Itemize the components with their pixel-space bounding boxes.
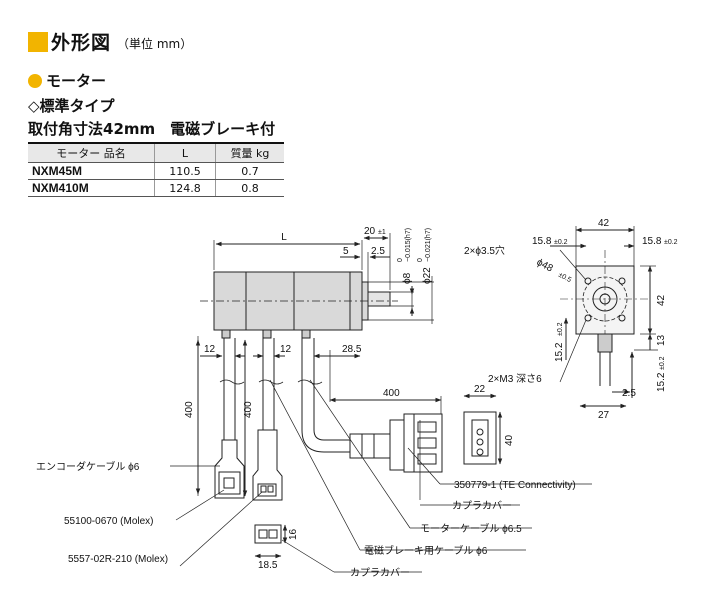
dim-5: 5 xyxy=(343,246,349,257)
unit-text: （単位 mm） xyxy=(117,36,193,51)
dim-15-8a-tol: ±0.2 xyxy=(554,239,568,246)
coupler-cover-small xyxy=(254,524,282,544)
cell-L: 124.8 xyxy=(154,179,216,197)
label-coupler2: カプラカバー xyxy=(350,567,410,579)
dim-15-8a: 15.8 xyxy=(532,236,552,247)
motor-heading: モーター xyxy=(28,70,106,91)
table-row: NXM410M 124.8 0.8 xyxy=(28,179,284,197)
dim-13: 13 xyxy=(656,334,667,346)
cell-model: NXM410M xyxy=(28,179,155,197)
dim-15-8b-tol: ±0.2 xyxy=(664,239,678,246)
dim-22: 22 xyxy=(474,384,486,395)
holes-label: 2×ϕ3.5穴 xyxy=(464,244,505,257)
dim-L: L xyxy=(281,232,287,243)
connector-front-view xyxy=(463,411,497,465)
dim-40: 40 xyxy=(504,434,515,446)
dim-400-brake: 400 xyxy=(243,401,254,418)
section-title: 外形図 （単位 mm） xyxy=(28,28,192,55)
dim-pcd-tol: ±0.5 xyxy=(557,272,572,285)
dim-15-2b: 15.2 xyxy=(656,372,667,392)
label-motor-cable: モーターケーブル ϕ6.5 xyxy=(420,522,522,535)
dim-28-5: 28.5 xyxy=(342,344,362,355)
encoder-connector xyxy=(214,439,245,499)
dim-27: 27 xyxy=(598,410,610,421)
dim-20-tol: ±1 xyxy=(378,229,386,236)
dim-pilot-tol-up: 0 xyxy=(417,258,424,262)
table-row: NXM45M 110.5 0.7 xyxy=(28,162,284,180)
cell-mass: 0.8 xyxy=(215,179,284,197)
dim-shaft-tol-up: 0 xyxy=(397,258,404,262)
dim-15-8b: 15.8 xyxy=(642,236,662,247)
dim-15-2a-tol: ±0.2 xyxy=(557,322,564,336)
title-text: 外形図 xyxy=(51,32,112,54)
flange-front-view xyxy=(560,250,650,386)
cell-L: 110.5 xyxy=(154,162,216,180)
dim-12a: 12 xyxy=(204,344,216,355)
motor-heading-label: モーター xyxy=(46,72,107,90)
cell-model: NXM45M xyxy=(28,162,155,180)
spec-heading: 取付角寸法42mm 電磁ブレーキ付 xyxy=(28,120,276,138)
dim-20: 20 xyxy=(364,226,376,237)
motor-connector xyxy=(349,413,443,473)
dim-12b: 12 xyxy=(280,344,292,355)
col-mass: 質量 kg xyxy=(215,142,284,163)
label-molex2: 5557-02R-210 (Molex) xyxy=(68,554,168,565)
dim-16: 16 xyxy=(288,528,299,540)
dim-pilot: ϕ22 xyxy=(422,267,433,284)
dim-shaft-tol-low: −0.015(h7) xyxy=(405,228,412,262)
type-heading: ◇標準タイプ xyxy=(28,97,115,115)
motor-body xyxy=(200,271,398,331)
dim-2-5b: 2.5 xyxy=(622,388,636,399)
m3-label: 2×M3 深さ6 xyxy=(488,373,542,385)
dim-18-5: 18.5 xyxy=(258,560,278,571)
bullet-dot-icon xyxy=(28,73,42,88)
title-marker-icon xyxy=(28,31,48,52)
dim-pilot-tol-low: −0.021(h7) xyxy=(425,228,432,262)
dim-400-enc: 400 xyxy=(184,401,195,418)
dim-400-motor: 400 xyxy=(383,388,400,399)
dim-shaft: ϕ8 xyxy=(402,272,413,284)
cell-mass: 0.7 xyxy=(215,162,284,180)
col-L: L xyxy=(154,142,216,163)
spec-table: モーター 品名 L 質量 kg NXM45M 110.5 0.7 NXM410M… xyxy=(28,142,284,197)
label-molex1: 55100-0670 (Molex) xyxy=(64,516,154,527)
dim-42-top: 42 xyxy=(598,218,610,229)
dim-15-2b-tol: ±0.2 xyxy=(659,356,666,370)
label-encoder-cable: エンコーダケーブル ϕ6 xyxy=(36,460,140,473)
label-coupler1: カプラカバー xyxy=(452,500,512,512)
dim-15-2a: 15.2 xyxy=(554,342,565,362)
label-te: 350779-1 (TE Connectivity) xyxy=(454,480,576,491)
col-model: モーター 品名 xyxy=(28,142,155,163)
dim-42-side: 42 xyxy=(656,294,667,306)
dim-2-5: 2.5 xyxy=(371,246,385,257)
dim-pcd: ϕ48 xyxy=(535,257,555,275)
label-brake-cable: 電磁ブレーキ用ケーブル ϕ6 xyxy=(364,544,488,557)
brake-connector xyxy=(252,429,283,501)
